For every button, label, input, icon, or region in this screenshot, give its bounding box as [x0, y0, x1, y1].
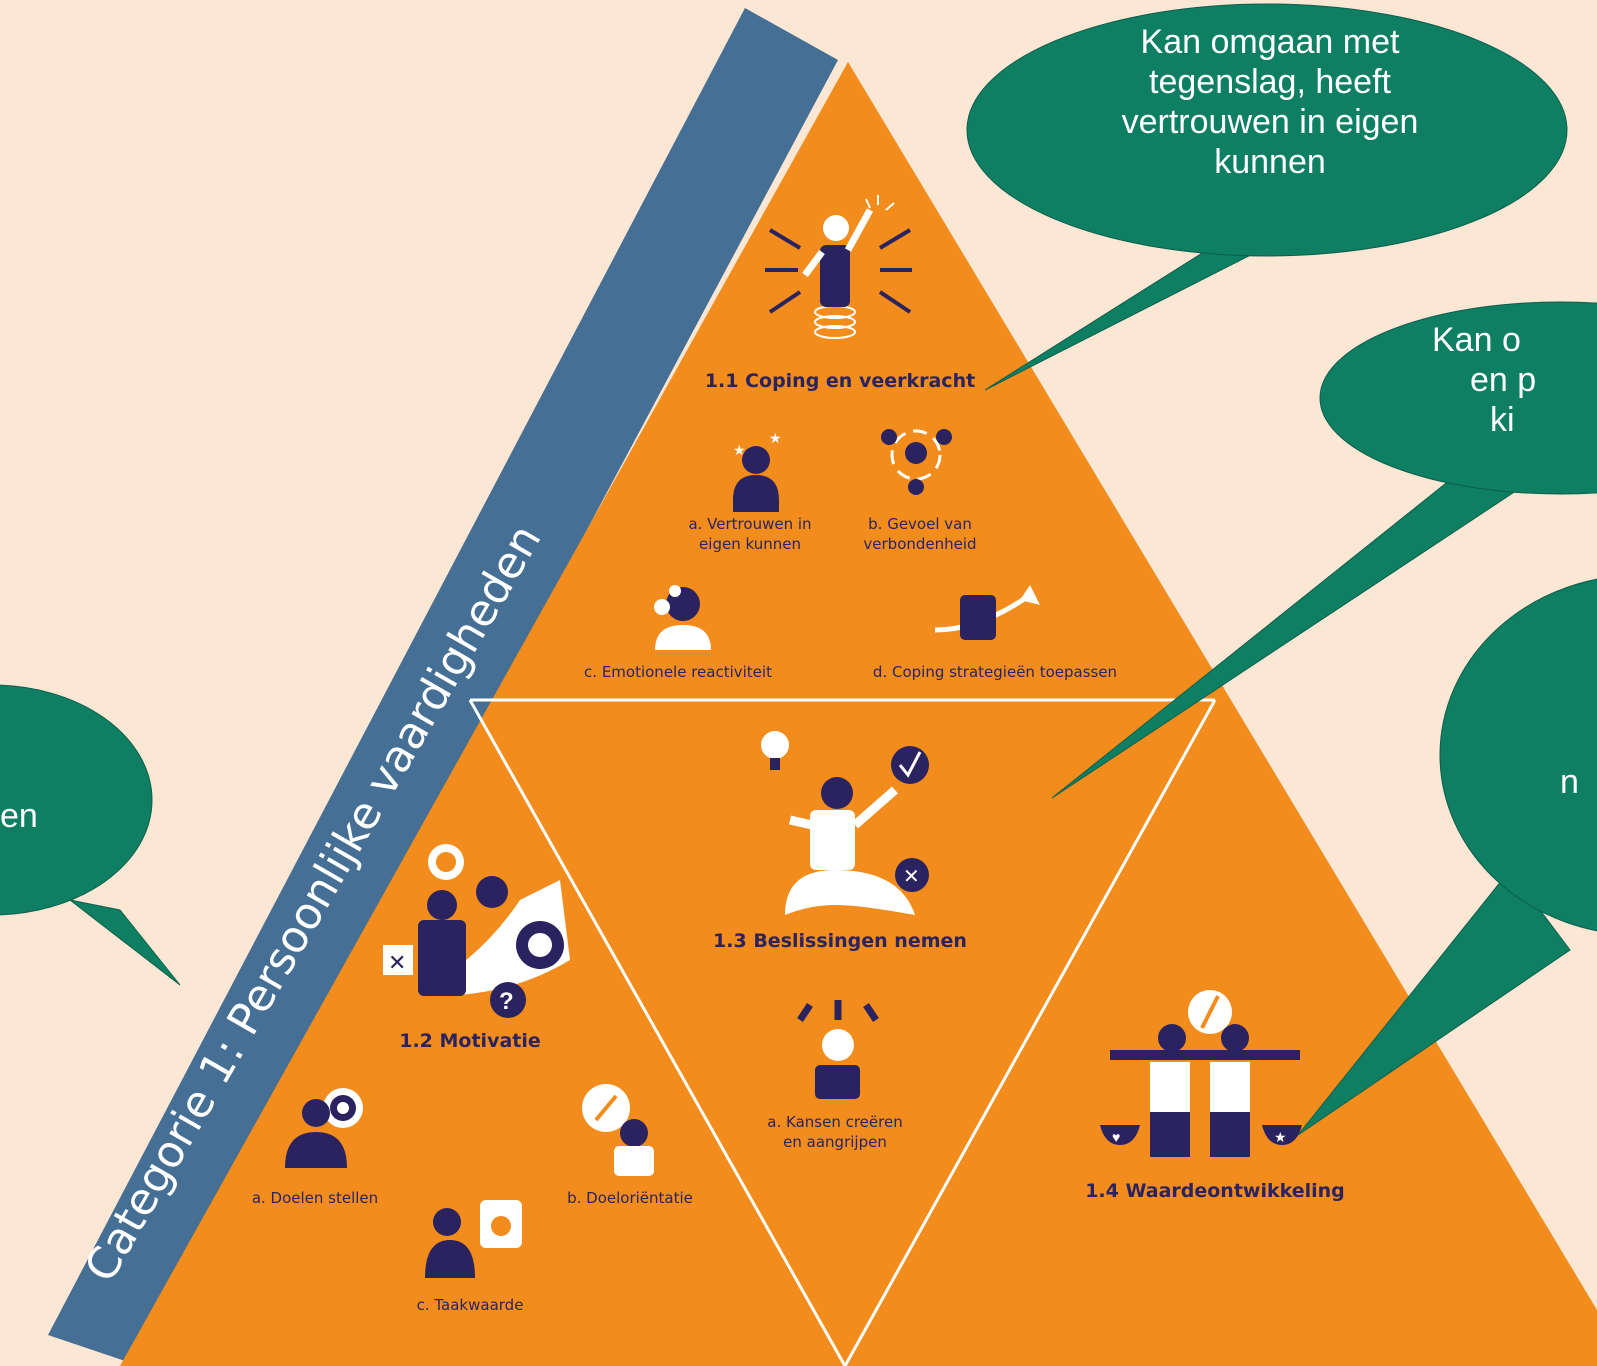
svg-text:★: ★: [769, 430, 782, 446]
taakwaarde-icon: [425, 1200, 522, 1278]
svg-text:♥: ♥: [1112, 1129, 1120, 1145]
pyramid: [120, 62, 1597, 1366]
waardeontwikkeling-icon: ♥ ★: [1100, 990, 1302, 1157]
coping-sub-d: d. Coping strategieën toepassen: [872, 663, 1118, 681]
coping-main-icon: [765, 195, 912, 339]
doelorientatie-icon: [582, 1084, 654, 1176]
waarde-title: 1.4 Waardeontwikkeling: [1085, 1180, 1345, 1202]
motivatie-sub-c: c. Taakwaarde: [416, 1296, 524, 1314]
callout-left-bubble: [0, 684, 181, 986]
kansen-creeren-icon: [797, 1000, 879, 1099]
coping-sub-c: c. Emotionele reactiviteit: [584, 663, 772, 681]
motivatie-title: 1.2 Motivatie: [399, 1030, 541, 1052]
svg-text:?: ?: [499, 988, 514, 1015]
motivatie-main-icon: ✕ ?: [383, 844, 570, 1018]
callout-right-middle-text: Kan o en p ki: [1432, 321, 1537, 439]
svg-text:★: ★: [733, 442, 746, 458]
callout-right-lower-text: n: [1560, 763, 1579, 801]
coping-strategieen-icon: [934, 585, 1040, 640]
motivatie-sub-a: a. Doelen stellen: [251, 1189, 379, 1207]
beslissingen-title: 1.3 Beslissingen nemen: [713, 930, 967, 952]
verbondenheid-icon: [881, 429, 952, 495]
callout-left-text: en: [0, 797, 38, 835]
callout-right-middle-bubble: [1051, 301, 1597, 799]
doelen-stellen-icon: [285, 1088, 363, 1168]
pyramid-dividers: [468, 698, 1217, 1366]
emotionele-reactiviteit-icon: [654, 585, 711, 650]
vertrouwen-icon: ★ ★: [733, 430, 782, 512]
svg-text:✕: ✕: [903, 866, 920, 888]
category-band: [48, 8, 838, 1366]
svg-text:★: ★: [1274, 1129, 1287, 1145]
callout-top-bubble: [966, 3, 1568, 391]
coping-title: 1.1 Coping en veerkracht: [704, 370, 976, 392]
svg-text:✕: ✕: [388, 950, 406, 975]
motivatie-sub-b: b. Doeloriëntatie: [567, 1189, 693, 1207]
beslissingen-main-icon: ✕: [761, 731, 929, 915]
callout-right-lower-bubble: [1297, 578, 1597, 1136]
